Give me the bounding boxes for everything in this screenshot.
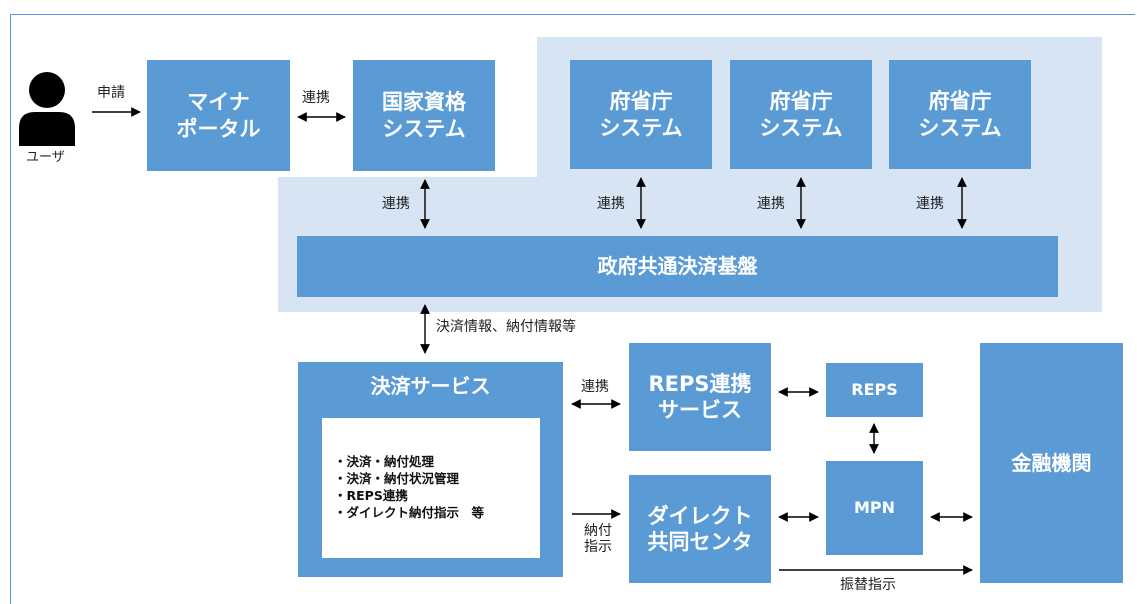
diagram-frame (10, 14, 1135, 604)
reps-box: REPS (826, 363, 923, 417)
label-renkei-f1: 連携 (597, 196, 625, 212)
fushocho-system-box-1: 府省庁 システム (570, 60, 712, 169)
kessai-service-function-list: ・決済・納付処理 ・決済・納付状況管理 ・REPS連携 ・ダイレクト納付指示 等 (322, 418, 540, 558)
myna-portal-box: マイナ ポータル (147, 60, 290, 171)
mpn-box: MPN (826, 461, 923, 555)
label-renkei-portal: 連携 (302, 90, 330, 106)
label-renkei-reps: 連携 (581, 379, 609, 395)
label-renkei-f3: 連携 (916, 196, 944, 212)
function-item: ・決済・納付状況管理 (334, 471, 460, 487)
user-label: ユーザ (26, 150, 65, 165)
label-furikae-shiji: 振替指示 (840, 577, 896, 593)
label-kessai-joho: 決済情報、納付情報等 (436, 319, 576, 335)
label-nofu-shiji: 納付 指示 (584, 523, 612, 556)
function-item: ・REPS連携 (334, 488, 408, 503)
kessai-kiban-box: 政府共通決済基盤 (297, 236, 1058, 297)
function-item: ・ダイレクト納付指示 等 (334, 504, 485, 520)
fushocho-system-box-3: 府省庁 システム (889, 60, 1031, 169)
label-renkei-f2: 連携 (757, 196, 785, 212)
label-renkei-kokka: 連携 (382, 196, 410, 212)
reps-renkei-service-box: REPS連携 サービス (629, 343, 771, 451)
user-icon (19, 72, 75, 146)
function-item: ・決済・納付処理 (334, 454, 435, 470)
label-shinsei: 申請 (97, 85, 125, 101)
kessai-service-title: 決済サービス (370, 374, 491, 398)
fushocho-system-box-2: 府省庁 システム (730, 60, 872, 169)
direct-kyodo-center-box: ダイレクト 共同センタ (629, 475, 771, 583)
kinyu-kikan-box: 金融機関 (980, 343, 1123, 583)
kokka-shikaku-system-box: 国家資格 システム (353, 60, 495, 171)
